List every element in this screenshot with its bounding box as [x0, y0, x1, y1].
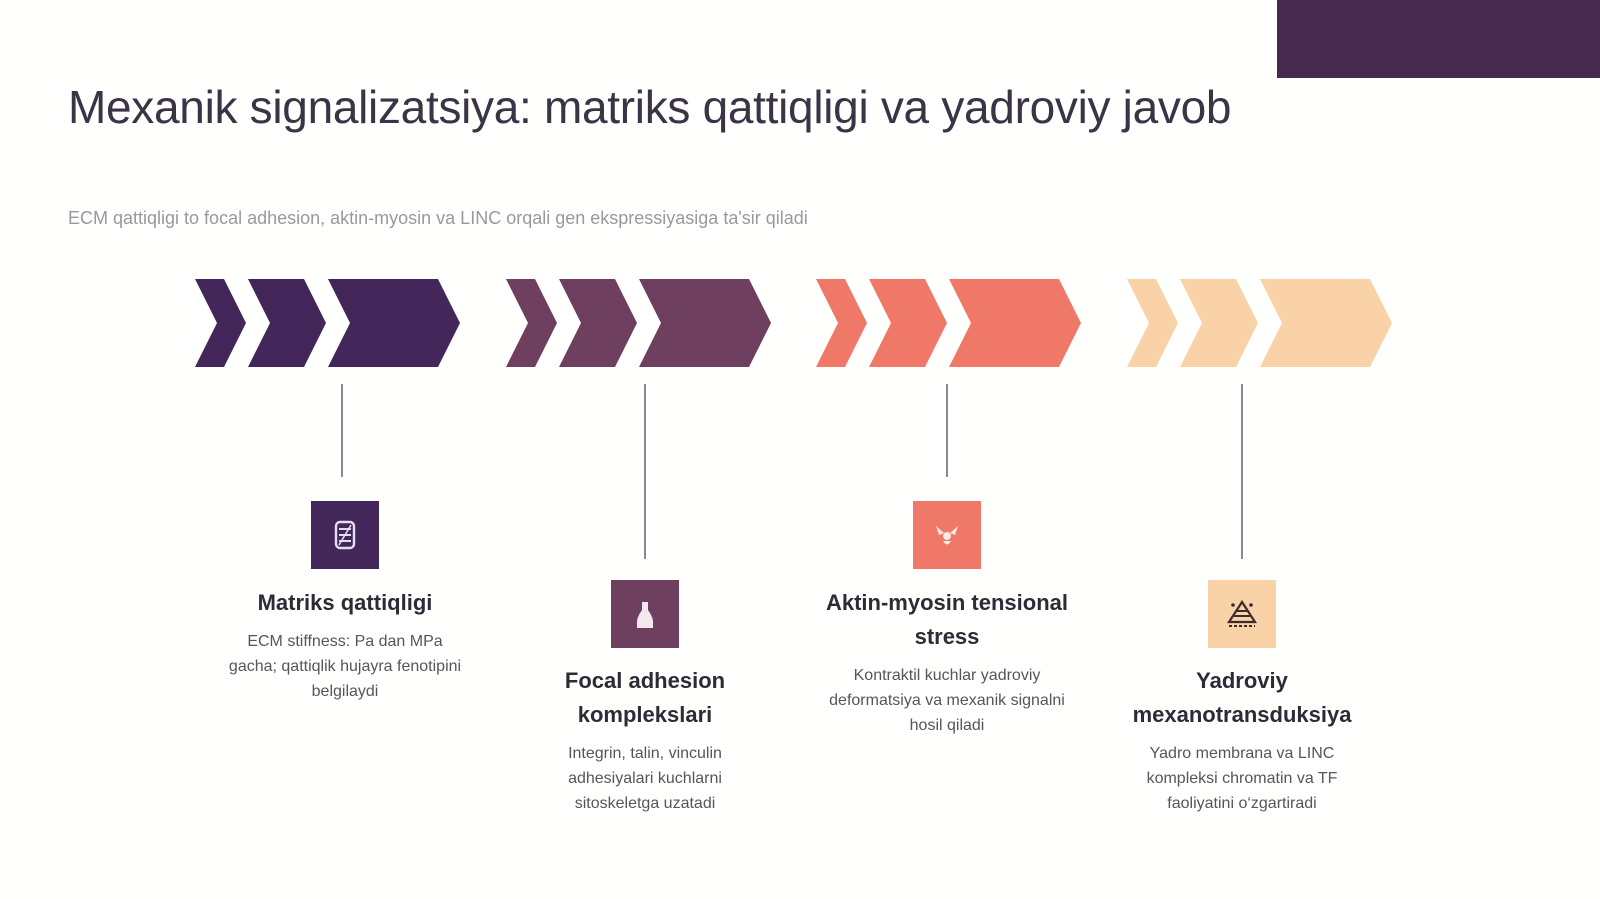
connector-line-1: [341, 384, 343, 477]
chevron-2-large: [639, 279, 771, 367]
chevron-2-medium: [559, 279, 637, 367]
connector-line-3: [946, 384, 948, 477]
step-1-title: Matriks qattiqligi: [257, 590, 433, 615]
connector-line-4: [1241, 384, 1243, 559]
chevron-group-2: [506, 279, 771, 367]
chevron-group-1: [195, 279, 460, 367]
step-1-description: ECM stiffness: Pa dan MPa gacha; qattiql…: [228, 633, 462, 700]
contraction-icon: [936, 526, 958, 545]
chevron-4-small: [1127, 279, 1178, 367]
connector-line-2: [644, 384, 646, 559]
chevron-1-large: [328, 279, 460, 367]
chevron-group-4: [1127, 279, 1392, 367]
flask-icon: [636, 602, 654, 628]
step-3-icon-box: [913, 501, 981, 569]
step-2-title: Focal adhesion komplekslari: [564, 668, 726, 727]
chevron-4-large: [1260, 279, 1392, 367]
chevron-4-medium: [1180, 279, 1258, 367]
chevron-3-large: [949, 279, 1081, 367]
matrix-grid-icon: [334, 520, 356, 550]
step-2-description: Integrin, talin, vinculin adhesiyalari k…: [568, 745, 722, 812]
chevron-1-small: [195, 279, 246, 367]
nucleus-icon: [1226, 599, 1258, 627]
step-4-description: Yadro membrana va LINC kompleksi chromat…: [1146, 745, 1338, 812]
step-2-icon-box: [611, 580, 679, 648]
step-4-icon-box: [1208, 580, 1276, 648]
step-4-title: Yadroviy mexanotransduksiya: [1132, 668, 1352, 727]
step-3-description: Kontraktil kuchlar yadroviy deformatsiya…: [829, 667, 1065, 734]
chevron-1-medium: [248, 279, 326, 367]
chevron-3-small: [816, 279, 867, 367]
slide-subtitle: ECM qattiqligi to focal adhesion, aktin-…: [68, 208, 808, 228]
chevron-3-medium: [869, 279, 947, 367]
corner-accent-block: [1277, 0, 1600, 78]
step-3-title: Aktin-myosin tensional stress: [825, 590, 1069, 649]
chevron-2-small: [506, 279, 557, 367]
step-1-icon-box: [311, 501, 379, 569]
chevron-group-3: [816, 279, 1081, 367]
slide-title: Mexanik signalizatsiya: matriks qattiqli…: [68, 81, 1232, 133]
